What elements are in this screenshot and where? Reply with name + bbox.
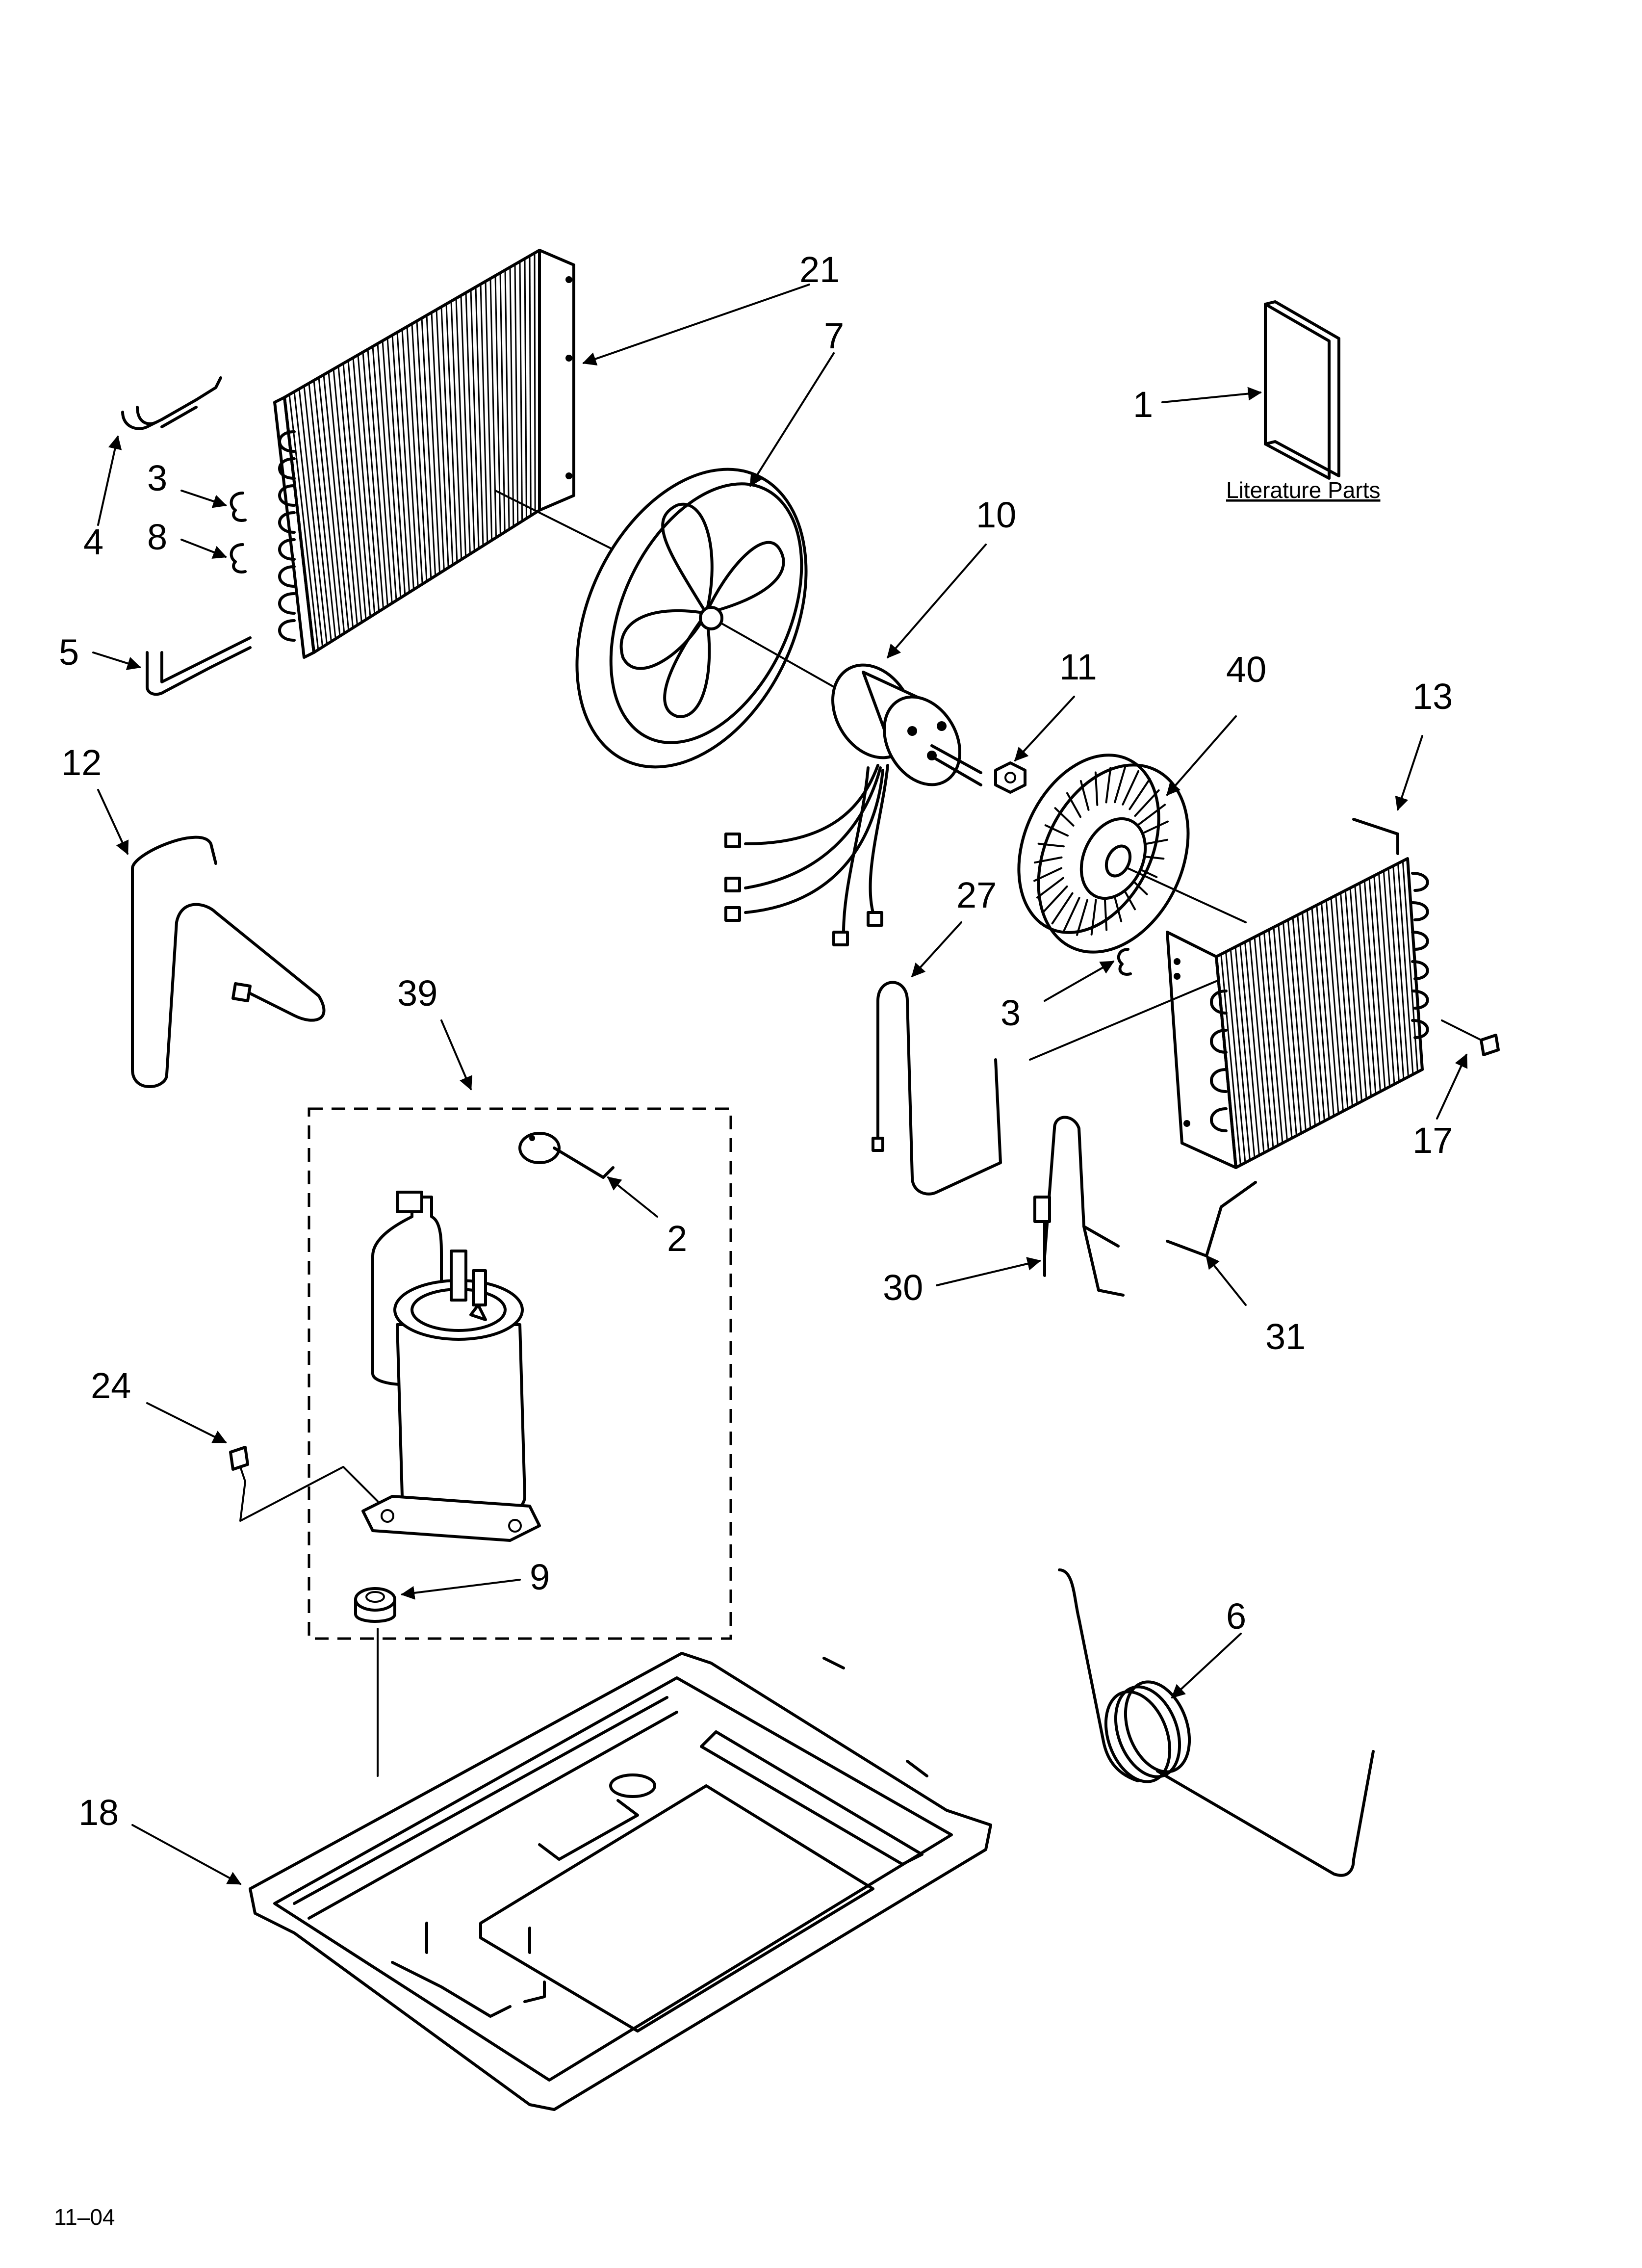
footer-code: 11–04 xyxy=(54,2204,115,2230)
callout-40: 40 xyxy=(1226,649,1266,690)
callout-31: 31 xyxy=(1265,1316,1306,1357)
tube-5 xyxy=(146,636,252,696)
callout-5: 5 xyxy=(59,632,79,673)
callout-3-right: 3 xyxy=(1001,992,1021,1033)
callout-18: 18 xyxy=(78,1792,119,1833)
tube-12 xyxy=(131,835,326,1088)
callout-3-left: 3 xyxy=(147,458,167,498)
compressor-assembly-box xyxy=(308,1107,732,1640)
callout-6: 6 xyxy=(1226,1596,1246,1637)
callout-2: 2 xyxy=(667,1218,687,1259)
capillary-tube xyxy=(1058,1568,1375,1877)
evaporator-coil xyxy=(1029,818,1429,1169)
tube-31 xyxy=(1166,1181,1257,1257)
literature-parts-label: Literature Parts xyxy=(1226,477,1380,503)
fan-blade xyxy=(575,468,835,769)
callout-10: 10 xyxy=(976,495,1016,535)
compressor xyxy=(361,1250,541,1542)
tube-30 xyxy=(1033,1116,1125,1297)
tube-4 xyxy=(121,376,222,430)
callout-13: 13 xyxy=(1412,676,1453,717)
callout-21: 21 xyxy=(799,249,840,290)
terminal-24 xyxy=(229,1446,379,1522)
callout-9: 9 xyxy=(530,1557,550,1597)
callout-27: 27 xyxy=(956,875,997,915)
base-pan xyxy=(249,1652,992,2111)
clip-3-right xyxy=(1117,948,1132,976)
condenser-coil xyxy=(273,249,634,659)
callout-11: 11 xyxy=(1059,647,1097,687)
callout-39: 39 xyxy=(397,973,437,1014)
callout-8: 8 xyxy=(147,517,167,557)
overload-protector xyxy=(518,1132,615,1179)
grommet xyxy=(354,1587,396,1777)
callout-12: 12 xyxy=(61,742,102,783)
nut xyxy=(994,761,1026,794)
callout-17: 17 xyxy=(1412,1120,1453,1161)
callout-7: 7 xyxy=(824,315,844,356)
callout-4: 4 xyxy=(83,521,103,562)
callouts: 21 7 1 10 11 40 13 3 4 8 5 12 27 3 39 17… xyxy=(59,249,1453,1833)
thermistor xyxy=(1441,1019,1500,1056)
tube-27 xyxy=(872,981,1002,1196)
clip-3-left xyxy=(230,492,247,522)
callout-24: 24 xyxy=(91,1365,131,1406)
literature-packet xyxy=(1264,300,1340,480)
leader-lines xyxy=(92,284,1468,1885)
fan-motor xyxy=(724,663,982,946)
blower-wheel xyxy=(1017,754,1247,954)
callout-30: 30 xyxy=(883,1267,923,1308)
callout-1: 1 xyxy=(1133,384,1153,425)
clip-8 xyxy=(230,543,247,574)
